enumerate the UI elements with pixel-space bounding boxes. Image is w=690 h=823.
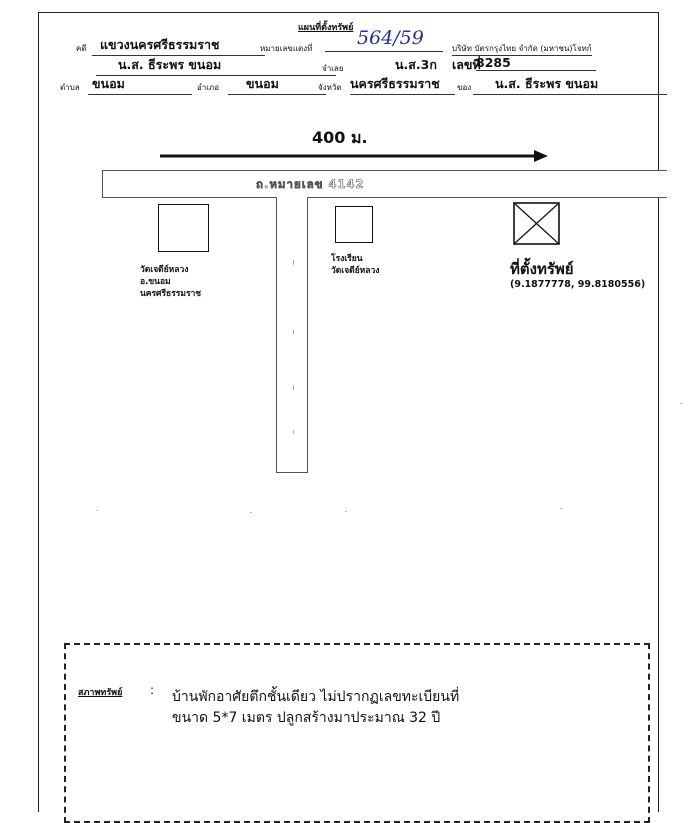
road-centerline [293, 330, 294, 334]
scan-mark [96, 510, 98, 511]
owner-name: น.ส. ธีระพร ขนอม [473, 74, 667, 95]
description-label: สภาพทรัพย์ [78, 688, 123, 698]
scale-label: 400 ม. [312, 128, 368, 147]
deed-number-label: เลขที่ [452, 57, 481, 72]
defendant-name: น.ส. ธีระพร ขนอม [96, 55, 336, 76]
property-coordinates: (9.1877778, 99.8180556) [510, 279, 646, 290]
school-label-1: โรงเรียน [331, 254, 363, 264]
deed-number: 8285 [476, 55, 596, 71]
case-label: คดี [76, 44, 87, 53]
case-number: 564/59 [357, 27, 424, 49]
document-title: แผนที่ตั้งทรัพย์ [298, 23, 354, 33]
school-label-2: วัดเจดีย์หลวง [331, 266, 380, 276]
description-box [64, 643, 650, 823]
description-colon: : [150, 683, 155, 697]
province-label: จังหวัด [318, 83, 342, 92]
court-name: แขวงนครศรีธรรมราช [92, 35, 265, 56]
scan-mark [345, 511, 347, 512]
province: นครศรีธรรมราช [350, 74, 455, 95]
road-junction [277, 196, 307, 199]
district-label: อำเภอ [197, 83, 220, 92]
deed-type: น.ส.3ก [395, 57, 437, 72]
property-label: ที่ตั้งทรัพย์ [510, 260, 574, 278]
road-centerline [293, 260, 294, 265]
property-marker [513, 202, 560, 245]
plaintiff: บริษัท บัตรกรุงไทย จำกัด (มหาชน)โจทก์ [452, 42, 592, 56]
temple-building [158, 204, 209, 252]
subdistrict: ขนอม [88, 74, 192, 95]
road-label: ถ.หมายเลข 4142 [256, 177, 365, 192]
district: ขนอม [228, 74, 326, 95]
main-road [102, 170, 667, 198]
road-centerline [293, 385, 294, 390]
scan-mark [560, 508, 562, 509]
scan-mark [680, 403, 682, 404]
temple-label-2: อ.ขนอม [140, 277, 171, 287]
side-road [276, 197, 308, 473]
temple-label-1: วัดเจดีย์หลวง [140, 265, 189, 275]
subdistrict-label: ตำบล [60, 83, 80, 92]
road-centerline [293, 430, 294, 434]
owner-label: ของ [457, 83, 472, 92]
temple-label-3: นครศรีธรรมราช [140, 289, 202, 299]
case-number-line [325, 50, 443, 52]
document-border [38, 12, 659, 812]
case-number-label: หมายเลขแดงที่ [260, 44, 313, 53]
scan-mark [250, 512, 252, 513]
description-line-2: ขนาด 5*7 เมตร ปลูกสร้างมาประมาณ 32 ปี [172, 710, 441, 726]
school-building [335, 206, 373, 243]
scale-arrow [160, 150, 548, 162]
description-line-1: บ้านพักอาศัยตึกชั้นเดียว ไม่ปรากฏเลขทะเบ… [172, 689, 460, 705]
defendant-label: จำเลย [322, 64, 344, 73]
